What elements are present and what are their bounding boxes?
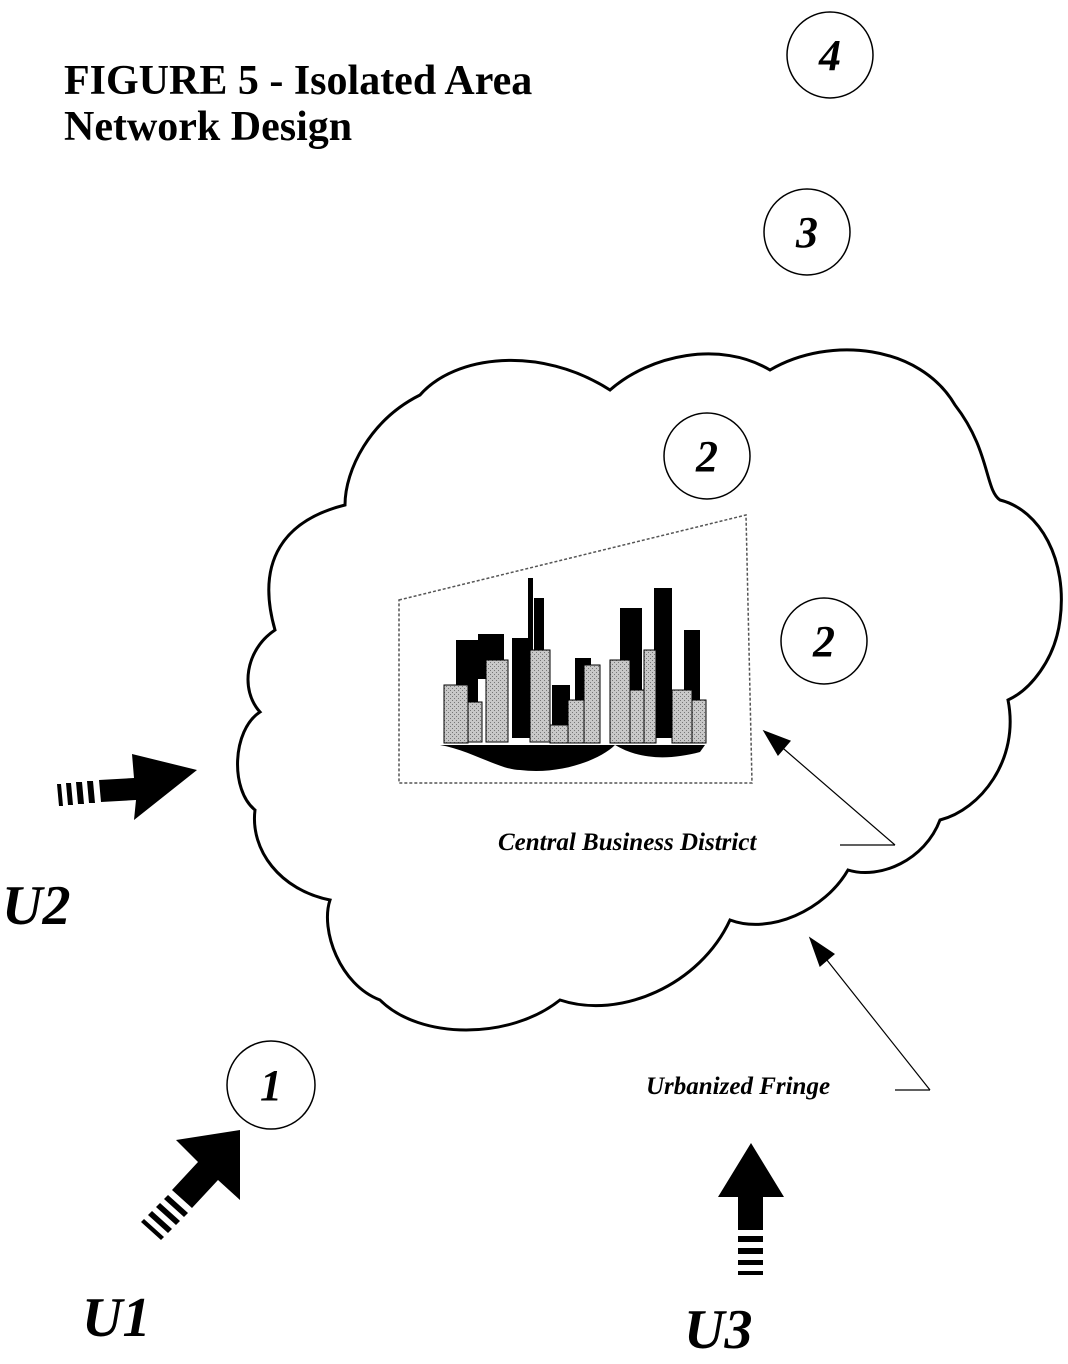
zone-3-circle — [763, 188, 851, 276]
cbd-callout-pointer — [762, 729, 896, 846]
fringe-callout-label: Urbanized Fringe — [646, 1073, 831, 1100]
zone-3-label: 3 — [796, 207, 818, 257]
city-skyline-icon — [440, 578, 707, 771]
zone-4-circle — [786, 11, 874, 99]
u2-label: U2 — [2, 875, 71, 937]
zone-4-label: 4 — [819, 30, 841, 80]
zone-2-circle-upper — [663, 412, 751, 500]
u1-label: U1 — [82, 1287, 151, 1349]
figure-title-line-2: Network Design — [64, 104, 353, 150]
cbd-callout-label: Central Business District — [498, 829, 757, 856]
fringe-callout-pointer — [808, 936, 931, 1091]
zone-2-label-lower: 2 — [813, 616, 835, 666]
zone-2-label-upper: 2 — [696, 431, 718, 481]
zone-1-circle — [226, 1040, 316, 1130]
cbd-frame — [398, 514, 753, 784]
figure-title: FIGURE 5 - Isolated Area Network Design — [64, 58, 532, 150]
u3-label: U3 — [684, 1299, 753, 1361]
u1-arrow-icon — [141, 1130, 240, 1240]
zone-1-label: 1 — [260, 1060, 282, 1110]
u2-arrow-icon — [57, 754, 197, 820]
urbanized-fringe-cloud — [236, 348, 1063, 1032]
u3-arrow-icon — [718, 1143, 784, 1275]
zone-2-circle-lower — [780, 597, 868, 685]
figure-title-line-1: FIGURE 5 - Isolated Area — [64, 58, 533, 104]
